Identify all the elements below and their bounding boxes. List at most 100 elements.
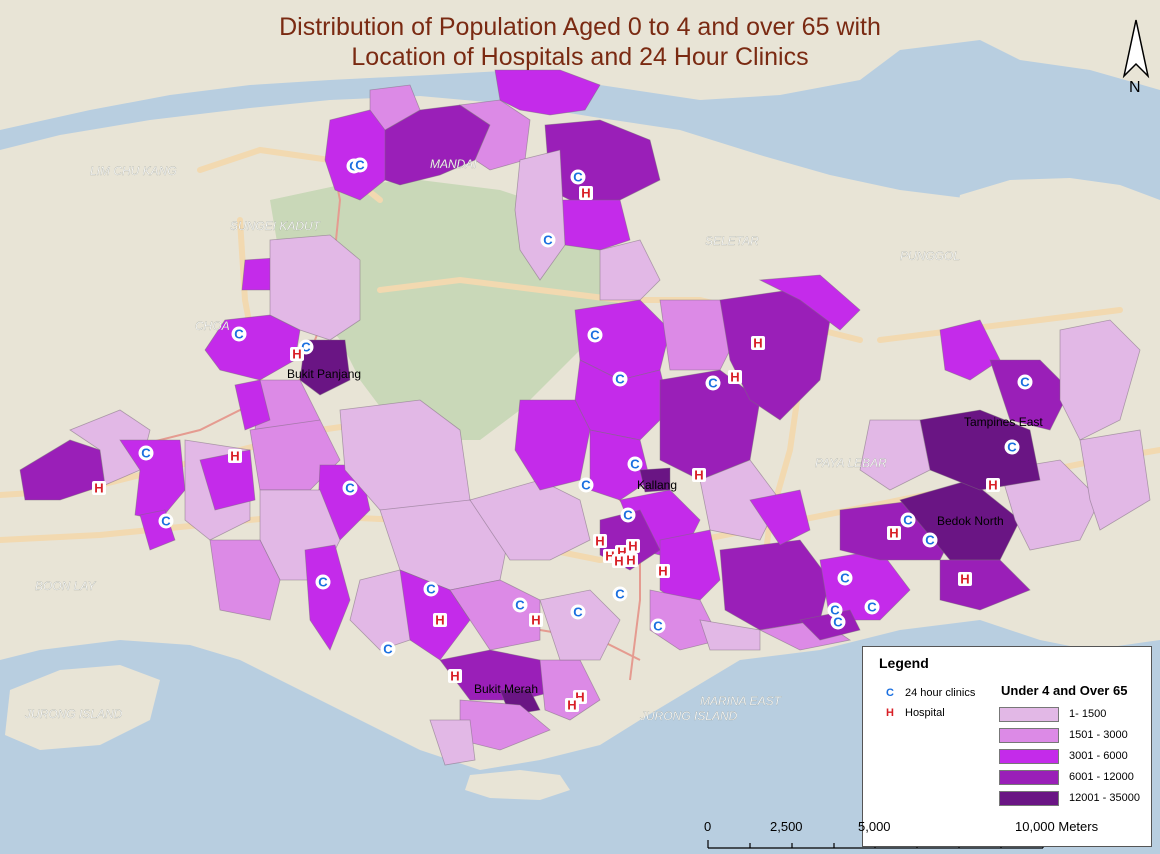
svg-text:C: C: [355, 158, 365, 173]
legend-swatch: [999, 791, 1059, 806]
region-tanglin: [449, 579, 541, 651]
svg-text:C: C: [161, 514, 171, 529]
clinic-marker: C: [922, 532, 938, 548]
label-mandai: MANDAI: [430, 157, 477, 171]
clinic-marker: C: [570, 169, 586, 185]
svg-text:C: C: [318, 575, 328, 590]
label-jurong-island: JURONG ISLAND: [24, 707, 123, 721]
hospital-marker: H: [626, 539, 640, 554]
svg-text:C: C: [426, 582, 436, 597]
legend-swatch-label: 3001 - 6000: [1069, 750, 1128, 762]
hospital-marker: H: [958, 572, 972, 587]
svg-text:H: H: [435, 613, 444, 628]
clinic-marker: C: [540, 232, 556, 248]
basemap-labels: LIM CHU KANG SUNGEI KADUT CHOA MANDAI SE…: [24, 157, 960, 723]
region-kallang-core: [639, 467, 671, 493]
hospital-marker: H: [887, 526, 901, 541]
svg-text:C: C: [581, 478, 591, 493]
hospital-marker: H: [433, 613, 447, 628]
svg-text:C: C: [903, 513, 913, 528]
svg-text:H: H: [575, 690, 584, 705]
svg-text:H: H: [730, 370, 739, 385]
svg-text:H: H: [605, 549, 614, 564]
region-amk-w: [514, 399, 591, 491]
legend-hospital-row: H Hospital: [883, 707, 945, 719]
hospital-marker: H: [92, 481, 106, 496]
clinic-marker: C: [612, 371, 628, 387]
svg-text:H: H: [581, 186, 590, 201]
region-geylang-n: [749, 489, 811, 546]
legend-hospital-label: Hospital: [905, 707, 945, 719]
svg-text:H: H: [94, 481, 103, 496]
scale-label-0: 0: [704, 819, 712, 834]
region-sembawang: [494, 69, 601, 116]
region-pasir-ris: [1059, 319, 1141, 441]
svg-text:C: C: [925, 533, 935, 548]
clinic-marker: C: [864, 599, 880, 615]
clinic-marker: C: [570, 604, 586, 620]
region-queenstown-2: [349, 569, 411, 651]
legend-swatch: [999, 707, 1059, 722]
hospital-marker: H: [579, 186, 593, 201]
clinic-marker: C: [830, 614, 846, 630]
region-geylang-w: [649, 589, 721, 651]
legend-swatch: [999, 770, 1059, 785]
clinic-marker: C: [342, 480, 358, 496]
hospital-marker: H: [228, 449, 242, 464]
svg-text:C: C: [830, 603, 840, 618]
svg-text:C: C: [653, 619, 663, 634]
hospital-marker: H: [565, 698, 579, 713]
hospital-marker: H: [529, 613, 543, 628]
region-yishun-w: [514, 149, 566, 281]
clinic-marker: C: [512, 597, 528, 613]
region-bedok-north: [899, 479, 1021, 561]
svg-text:C: C: [867, 600, 877, 615]
clinic-icon: C: [883, 687, 897, 699]
label-boon-lay: BOON LAY: [35, 579, 96, 593]
svg-text:H: H: [450, 669, 459, 684]
svg-text:H: H: [230, 449, 239, 464]
svg-text:C: C: [590, 328, 600, 343]
legend-swatch-label: 6001 - 12000: [1069, 771, 1134, 783]
clinic-marker: C: [650, 618, 666, 634]
svg-text:C: C: [615, 372, 625, 387]
svg-text:H: H: [628, 539, 637, 554]
hospital-icon: H: [883, 707, 897, 719]
svg-text:H: H: [567, 698, 576, 713]
clinic-marker: C: [138, 445, 154, 461]
legend-swatch: [999, 728, 1059, 743]
clinic-marker: C: [380, 641, 396, 657]
north-arrow: N: [1118, 16, 1154, 96]
legend-class-title: Under 4 and Over 65: [1001, 683, 1128, 698]
hospital-marker: H: [290, 347, 304, 362]
svg-text:C: C: [543, 233, 553, 248]
clinic-marker: C: [612, 586, 628, 602]
label-sungei-kadut: SUNGEI KADUT: [230, 219, 322, 233]
svg-text:H: H: [626, 553, 635, 568]
place-tampines-east: Tampines East: [964, 415, 1043, 429]
label-marina-south: JURONG ISLAND: [639, 709, 738, 723]
region-west-coast: [209, 539, 281, 621]
svg-text:C: C: [630, 457, 640, 472]
region-tampines-n: [939, 319, 1001, 381]
svg-text:H: H: [531, 613, 540, 628]
clinic-marker: C: [1004, 439, 1020, 455]
svg-text:C: C: [708, 376, 718, 391]
place-bukit-panjang: Bukit Panjang: [287, 367, 361, 381]
label-choa: CHOA: [195, 319, 230, 333]
clinic-marker: C: [352, 157, 368, 173]
svg-text:H: H: [658, 564, 667, 579]
place-labels: Bukit Panjang Kallang Tampines East Bedo…: [287, 367, 1043, 696]
legend-swatch-label: 12001 - 35000: [1069, 792, 1140, 804]
region-yishun-s: [559, 199, 631, 251]
svg-text:H: H: [617, 545, 626, 560]
clinic-marker: C: [231, 326, 247, 342]
legend-clinic-label: 24 hour clinics: [905, 687, 976, 699]
region-sw-tip: [429, 719, 476, 766]
region-kallang-e: [659, 529, 721, 611]
svg-text:H: H: [595, 534, 604, 549]
region-central: [539, 589, 621, 661]
region-north-tip: [369, 84, 421, 131]
region-bp-core: [299, 339, 351, 396]
